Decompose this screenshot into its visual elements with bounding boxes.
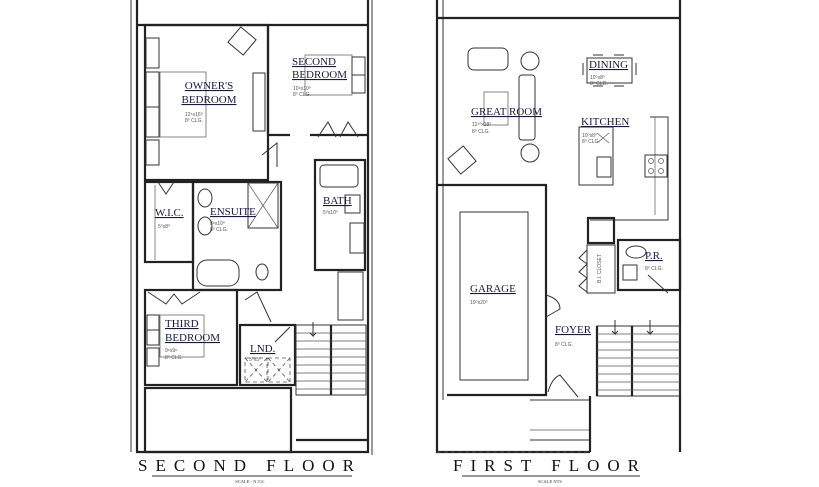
toilet-icon xyxy=(625,245,647,259)
room-label: BEDROOM xyxy=(292,69,347,81)
ceiling-height: 8⁰ CLG. xyxy=(210,227,228,233)
room-dimensions: 12¹⁰x18⁰ xyxy=(472,122,491,128)
garage: GARAGE 10⁰x20⁰ xyxy=(437,183,561,397)
ceiling-height: 8⁰ CLG. xyxy=(555,342,573,348)
washer-icon xyxy=(244,357,268,383)
closet-label: B.I. CLOSET xyxy=(597,254,603,283)
armchair-icon xyxy=(447,145,477,175)
down-arrow-icon xyxy=(309,322,317,338)
room-label: BATH xyxy=(323,195,352,207)
great-room: GREAT ROOM 12¹⁰x18⁰ 8⁰ CLG. xyxy=(447,47,542,175)
room-label: LND. xyxy=(250,343,276,355)
powder-room: P.R. 8⁰ CLG. xyxy=(616,238,682,294)
dining-table-icon xyxy=(586,57,633,84)
ceiling-height: 8⁰ CLG. xyxy=(645,266,663,272)
room-label: GARAGE xyxy=(470,283,516,295)
kitchen-island xyxy=(578,126,614,186)
toilet-icon xyxy=(255,263,269,281)
door-icon xyxy=(261,141,278,167)
room-label: DINING xyxy=(589,59,628,71)
room-dimensions: 5⁰x8⁰ xyxy=(158,224,170,230)
linen-cabinet xyxy=(337,271,364,321)
room-label: ENSUITE xyxy=(210,206,256,218)
door-icon xyxy=(545,294,561,318)
room-label: BEDROOM xyxy=(181,94,236,106)
ceiling-height: 8⁰ CLG. xyxy=(293,92,311,98)
refrigerator-icon xyxy=(586,216,616,245)
side-table-icon xyxy=(520,143,540,163)
sink-icon xyxy=(197,188,213,208)
room-label: OWNER'S xyxy=(185,80,233,92)
room-label: SECOND xyxy=(292,56,336,68)
shower-icon xyxy=(247,182,279,229)
room-dimensions: 10⁴x10⁰ xyxy=(293,86,311,92)
sofa-icon xyxy=(467,47,509,71)
foyer: FOYER 8⁰ CLG. xyxy=(530,324,592,441)
ceiling-height: 8⁰ CLG. xyxy=(590,81,608,87)
second-bedroom: SECOND BEDROOM 10⁴x10⁰ 8⁰ CLG. xyxy=(266,25,368,137)
sink-icon xyxy=(596,156,612,178)
room-label: GREAT ROOM xyxy=(471,106,542,118)
sink-icon xyxy=(622,264,638,281)
ceiling-height: 8⁰ CLG. xyxy=(185,118,203,124)
roof-below xyxy=(143,386,293,454)
room-label: W.I.C. xyxy=(155,207,184,219)
side-table-icon xyxy=(520,51,540,71)
ceiling-height: 8⁰ CLG. xyxy=(165,355,183,361)
coffee-table-icon xyxy=(483,91,509,126)
down-arrow-icon xyxy=(611,320,654,336)
room-dimensions: 5⁰x10⁰ xyxy=(323,210,338,216)
floor-title: FIRST FLOOR xyxy=(453,456,647,475)
first-floor-plan: GREAT ROOM 12¹⁰x18⁰ 8⁰ CLG. DINING 10⁰x8… xyxy=(435,0,682,484)
room-dimensions: 8⁶x10⁰ xyxy=(210,221,225,227)
closet: B.I. CLOSET xyxy=(578,244,616,294)
closet-door-icon xyxy=(317,121,359,138)
stairs xyxy=(588,320,681,452)
cooktop-icon xyxy=(644,154,668,178)
bathtub-icon xyxy=(196,259,240,287)
room-dimensions: 5⁰x5⁰ xyxy=(249,357,261,363)
front-door-icon xyxy=(547,374,579,398)
stairs xyxy=(295,322,367,396)
kitchen: KITCHEN 10⁰x8⁰ 8⁰ CLG. xyxy=(578,116,669,245)
owners-bedroom: OWNER'S BEDROOM 12⁵x16⁰ 8⁰ CLG. xyxy=(143,23,270,182)
toilet-icon xyxy=(344,194,361,214)
walk-in-closet: W.I.C. 5⁰x8⁰ xyxy=(143,180,195,264)
ceiling-height: 8⁰ CLG. xyxy=(582,139,600,145)
room-dimensions: 10⁰x8⁰ xyxy=(590,75,605,81)
vanity-icon xyxy=(349,222,365,254)
laundry: LND. 5⁰x5⁰ xyxy=(238,291,297,387)
ensuite: ENSUITE 8⁶x10⁰ 8⁰ CLG. xyxy=(191,180,283,292)
room-dimensions: 12⁵x16⁰ xyxy=(185,112,203,118)
armchair-icon xyxy=(227,26,257,56)
room-label: P.R. xyxy=(645,250,663,262)
scale-note: SCALE NTS xyxy=(538,479,562,484)
dining: DINING 10⁰x8⁰ 8⁰ CLG. xyxy=(582,54,637,87)
floor-title: SECOND FLOOR xyxy=(138,456,362,475)
second-floor-plan: OWNER'S BEDROOM 12⁵x16⁰ 8⁰ CLG. SECOND B… xyxy=(130,0,373,484)
bathtub-icon xyxy=(319,164,359,188)
bath: BATH 5⁰x10⁰ xyxy=(313,158,367,272)
room-dimensions: 10⁰x20⁰ xyxy=(470,300,488,306)
scale-note: SCALE - N.T.S. xyxy=(235,479,265,484)
sink-icon xyxy=(197,216,213,236)
room-label: KITCHEN xyxy=(581,116,629,128)
dryer-icon xyxy=(267,357,291,383)
ceiling-height: 8⁰ CLG. xyxy=(472,129,490,135)
room-label: BEDROOM xyxy=(165,332,220,344)
room-dimensions: 9⁶x9⁶ xyxy=(165,348,177,354)
room-label: THIRD xyxy=(165,318,199,330)
third-bedroom: THIRD BEDROOM 9⁶x9⁶ 8⁰ CLG. xyxy=(143,288,239,387)
room-label: FOYER xyxy=(555,324,592,336)
sofa-icon xyxy=(518,74,536,141)
room-dimensions: 10⁰x8⁰ xyxy=(582,133,597,139)
